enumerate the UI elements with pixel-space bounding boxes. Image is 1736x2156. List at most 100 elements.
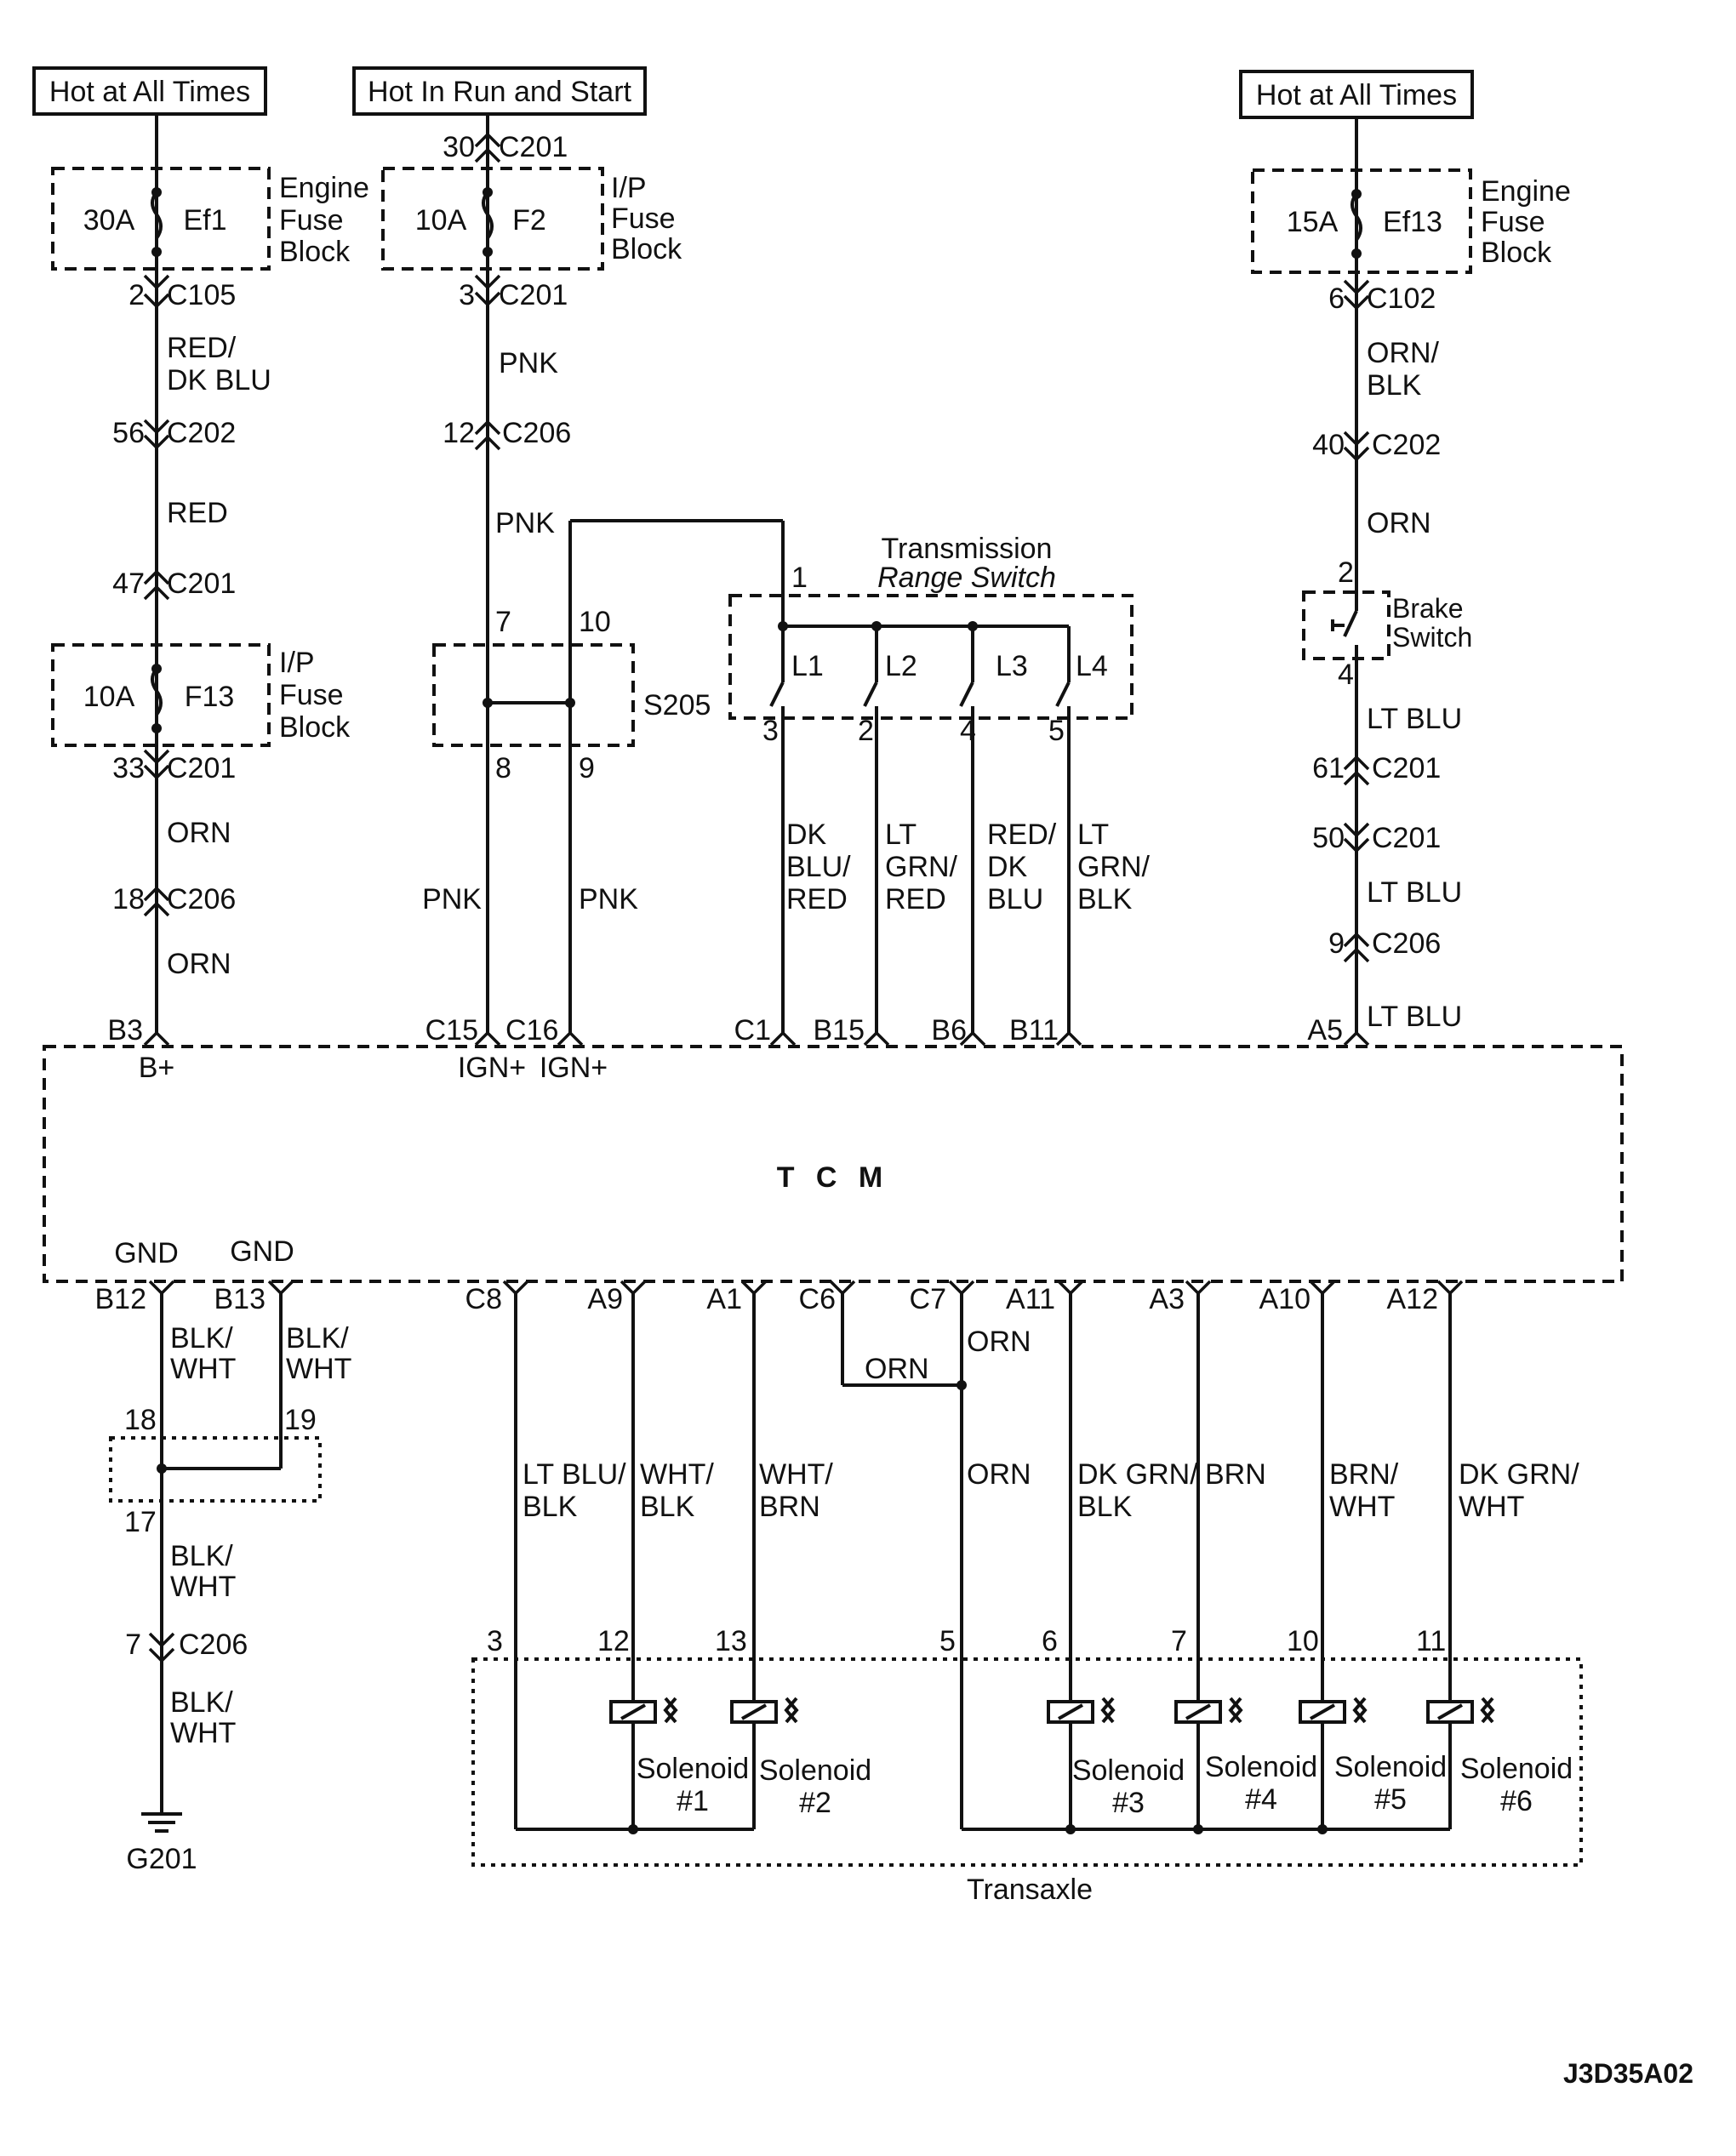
- svg-text:GRN/: GRN/: [1077, 851, 1151, 883]
- svg-text:4: 4: [960, 715, 976, 747]
- svg-text:LT: LT: [1077, 818, 1109, 851]
- svg-text:Block: Block: [279, 236, 351, 268]
- svg-text:Fuse: Fuse: [611, 202, 676, 235]
- fuse-ef1-name: Ef1: [183, 204, 226, 237]
- svg-text:#5: #5: [1374, 1783, 1407, 1816]
- svg-text:C102: C102: [1367, 282, 1436, 315]
- svg-text:5: 5: [1048, 715, 1065, 747]
- svg-text:BLK/: BLK/: [170, 1686, 233, 1719]
- svg-text:BLU/: BLU/: [786, 851, 851, 883]
- svg-text:Block: Block: [1481, 237, 1552, 269]
- svg-text:Brake: Brake: [1392, 593, 1464, 624]
- svg-text:33: 33: [112, 752, 145, 784]
- svg-text:C206: C206: [502, 417, 571, 449]
- svg-text:L3: L3: [996, 650, 1028, 682]
- svg-text:PNK: PNK: [579, 883, 638, 915]
- svg-text:C201: C201: [1372, 822, 1441, 854]
- transmission-range-switch: Transmission Range Switch 1 L1 L2 L3 L4 …: [728, 521, 1151, 1047]
- svg-text:30: 30: [443, 131, 475, 163]
- svg-text:Engine: Engine: [279, 172, 369, 204]
- svg-text:9: 9: [579, 752, 595, 784]
- svg-text:B12: B12: [95, 1283, 147, 1315]
- svg-text:BLK/: BLK/: [170, 1540, 233, 1572]
- svg-text:A1: A1: [706, 1283, 742, 1315]
- svg-text:C201: C201: [499, 279, 568, 311]
- svg-text:Hot In Run and Start: Hot In Run and Start: [368, 76, 632, 108]
- svg-text:DK GRN/: DK GRN/: [1459, 1458, 1579, 1491]
- svg-text:I/P: I/P: [611, 172, 647, 204]
- svg-text:BLK: BLK: [1077, 883, 1133, 915]
- fuse-ef13-rating: 15A: [1287, 206, 1339, 238]
- svg-text:A5: A5: [1307, 1014, 1343, 1047]
- svg-text:C201: C201: [499, 131, 568, 163]
- circuit-ground: B12 B13 BLK/ WHT BLK/ WHT 18 19 17 BLK/ …: [95, 1280, 351, 1875]
- svg-text:DK GRN/: DK GRN/: [1077, 1458, 1198, 1491]
- fuse-f2-name: F2: [512, 204, 546, 237]
- svg-text:40: 40: [1312, 429, 1345, 461]
- svg-text:#1: #1: [677, 1785, 709, 1817]
- svg-text:Range Switch: Range Switch: [877, 562, 1056, 594]
- svg-text:LT BLU: LT BLU: [1367, 1001, 1462, 1033]
- tcm-label: T C M: [777, 1161, 890, 1194]
- svg-text:ORN: ORN: [1367, 507, 1431, 539]
- svg-text:DK BLU: DK BLU: [167, 364, 271, 396]
- svg-text:BLK: BLK: [1077, 1491, 1133, 1523]
- svg-text:L4: L4: [1076, 650, 1108, 682]
- svg-text:A12: A12: [1387, 1283, 1439, 1315]
- svg-text:13: 13: [715, 1625, 747, 1657]
- svg-text:ORN: ORN: [167, 948, 231, 980]
- svg-text:LT BLU/: LT BLU/: [523, 1458, 626, 1491]
- svg-text:B6: B6: [931, 1014, 967, 1047]
- circuit-ignition-feed: 30 C201 10A F2 I/P Fuse Block 3 C201 PNK…: [381, 114, 783, 1047]
- svg-text:Engine: Engine: [1481, 175, 1571, 208]
- svg-text:12: 12: [443, 417, 475, 449]
- svg-text:Switch: Switch: [1392, 622, 1472, 653]
- svg-text:2: 2: [858, 715, 874, 747]
- svg-text:Fuse: Fuse: [1481, 206, 1545, 238]
- svg-text:7: 7: [495, 606, 511, 638]
- svg-text:RED: RED: [786, 883, 848, 915]
- svg-text:Block: Block: [611, 233, 682, 265]
- solenoid-3-symbol: [1047, 1697, 1116, 1829]
- solenoid-2-symbol: [730, 1697, 799, 1829]
- svg-text:PNK: PNK: [495, 507, 555, 539]
- svg-text:ORN: ORN: [967, 1458, 1031, 1491]
- svg-text:Solenoid: Solenoid: [759, 1754, 871, 1787]
- svg-text:3: 3: [459, 279, 475, 311]
- svg-text:6: 6: [1328, 282, 1345, 315]
- svg-text:C202: C202: [1372, 429, 1441, 461]
- svg-text:9: 9: [1328, 927, 1345, 960]
- svg-text:BLK: BLK: [640, 1491, 695, 1523]
- svg-text:RED: RED: [885, 883, 946, 915]
- svg-text:Solenoid: Solenoid: [637, 1753, 749, 1785]
- svg-text:3: 3: [487, 1625, 503, 1657]
- svg-text:BLK/: BLK/: [286, 1322, 349, 1355]
- svg-text:PNK: PNK: [499, 347, 558, 379]
- svg-text:LT: LT: [885, 818, 917, 851]
- solenoid-6-symbol: [1426, 1697, 1495, 1829]
- svg-text:Hot at All Times: Hot at All Times: [49, 76, 250, 108]
- svg-text:A10: A10: [1259, 1283, 1311, 1315]
- svg-text:C7: C7: [910, 1283, 946, 1315]
- source-hot-all-times-right: Hot at All Times: [1239, 70, 1474, 119]
- svg-text:ORN: ORN: [865, 1353, 929, 1385]
- svg-text:4: 4: [1338, 659, 1354, 691]
- svg-text:BLK/: BLK/: [170, 1322, 233, 1355]
- svg-text:61: 61: [1312, 752, 1345, 784]
- svg-text:LT BLU: LT BLU: [1367, 703, 1462, 735]
- svg-text:5: 5: [939, 1625, 956, 1657]
- circuit-battery-feed: 30A Ef1 Engine Fuse Block 2 C105 RED/ DK…: [51, 114, 369, 1047]
- svg-text:18: 18: [124, 1404, 157, 1436]
- svg-text:BLU: BLU: [987, 883, 1043, 915]
- svg-text:10: 10: [1287, 1625, 1319, 1657]
- ground-g201-label: G201: [126, 1843, 197, 1875]
- svg-text:C202: C202: [167, 417, 236, 449]
- svg-text:A3: A3: [1149, 1283, 1185, 1315]
- fuse-ef1-rating: 30A: [83, 204, 135, 237]
- svg-text:B13: B13: [214, 1283, 266, 1315]
- fuse-f13-rating: 10A: [83, 681, 135, 713]
- svg-text:DK: DK: [987, 851, 1028, 883]
- svg-text:DK: DK: [786, 818, 827, 851]
- svg-text:GND: GND: [114, 1237, 179, 1269]
